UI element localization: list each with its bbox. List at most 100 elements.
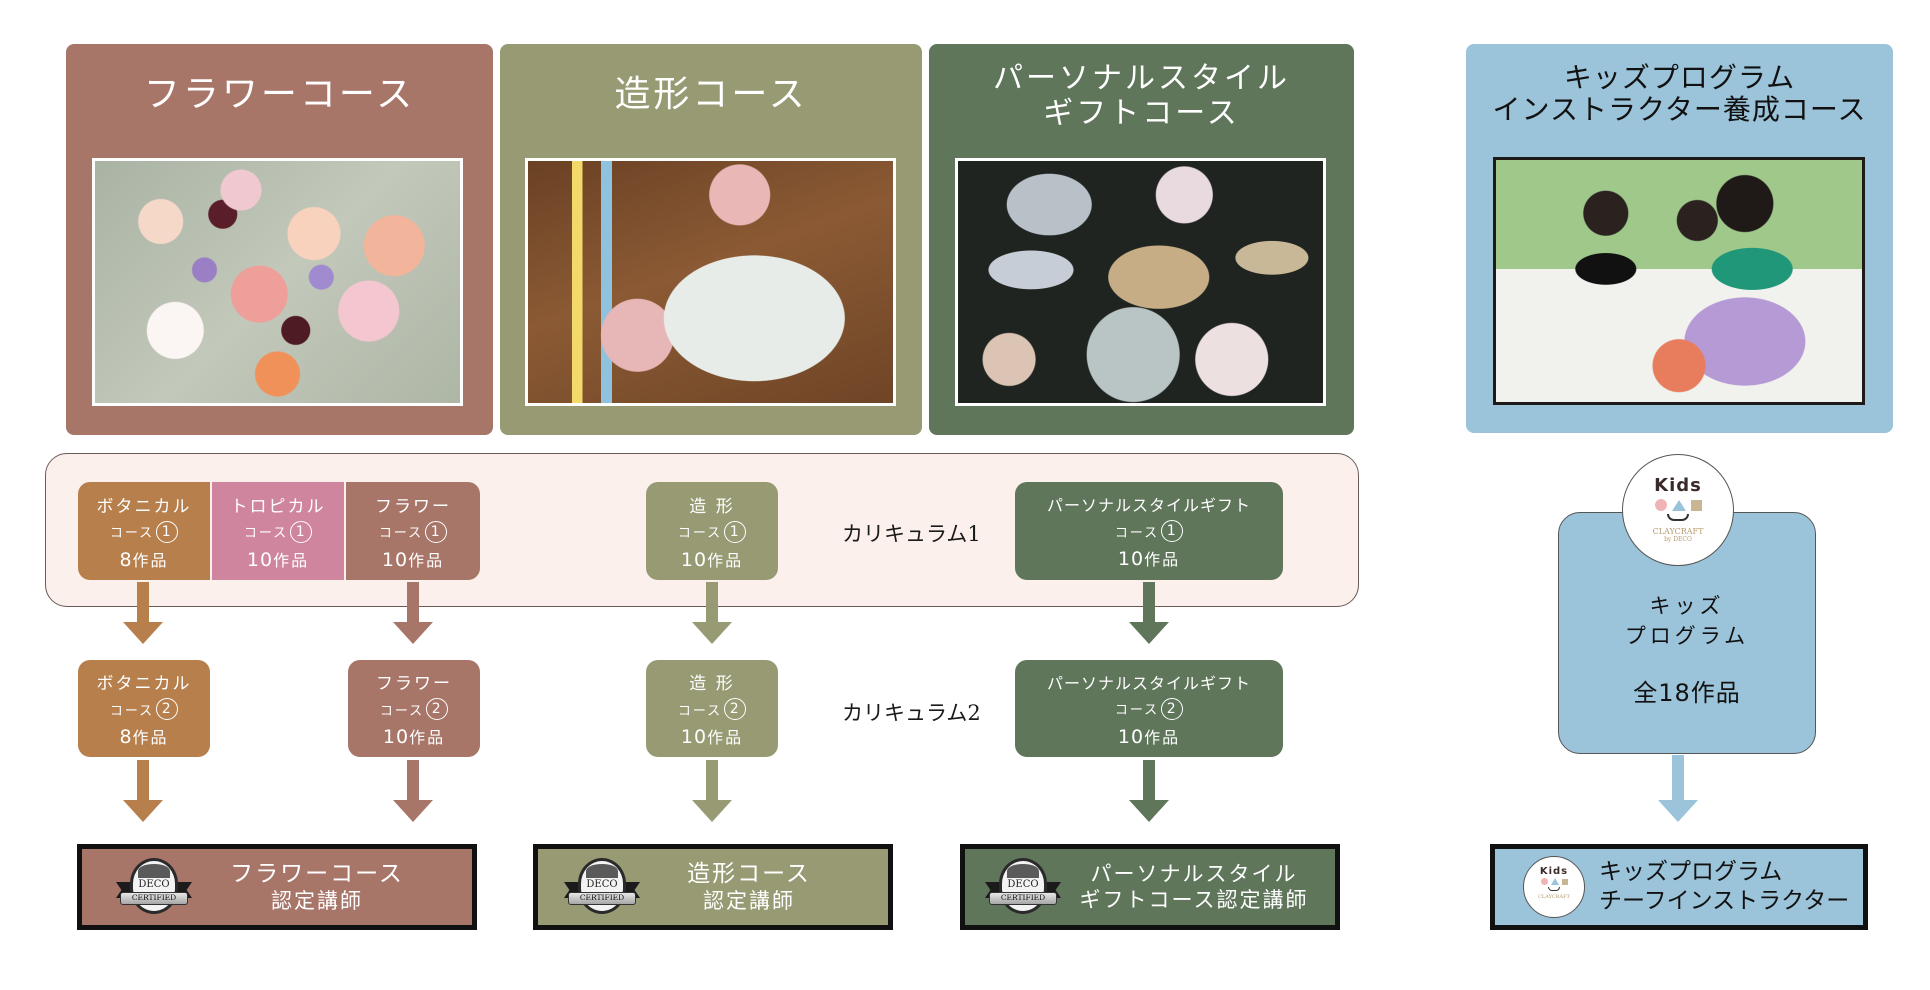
deco-certified-badge-icon: DECO CERTIFIED: [116, 858, 192, 916]
arrow-down-icon: [1658, 755, 1698, 822]
course-number: 2: [426, 698, 449, 720]
course-number: 2: [724, 698, 747, 720]
cert-line-1: 造形コース: [687, 860, 811, 887]
count-value: 10: [382, 726, 410, 748]
triangle-icon: [1550, 878, 1559, 885]
box-count: 10作品: [383, 724, 445, 748]
count-value: 10: [680, 726, 708, 748]
curriculum-1-label: カリキュラム1: [842, 522, 981, 546]
flower-certification: DECO CERTIFIED フラワーコース 認定講師: [77, 844, 477, 930]
circle-icon: [1540, 878, 1548, 885]
box-name: トロピカル: [230, 496, 326, 517]
kids-logo-brand: CLAYCRAFT: [1538, 894, 1570, 900]
kids-program-title: キッズ プログラム: [1559, 591, 1815, 652]
kids-logo-by: by DECO: [1664, 536, 1692, 543]
arrow-down-icon: [393, 760, 433, 822]
cert-line-2: ギフトコース認定講師: [1079, 888, 1309, 912]
count-unit: 作品: [1144, 727, 1181, 747]
box-name: 造 形: [689, 674, 735, 694]
course-number: 1: [724, 520, 747, 543]
kids-course-title-line-2: インストラクター養成コース: [1492, 93, 1867, 127]
flower-course-title: フラワーコース: [143, 74, 416, 115]
kids-logo: Kids CLAYCRAFT: [1523, 856, 1585, 918]
kids-course-title: キッズプログラム インストラクター養成コース: [1466, 61, 1893, 127]
count-value: 10: [1117, 725, 1145, 748]
count-unit: 作品: [408, 550, 445, 570]
course-word: コース: [109, 703, 155, 719]
course-word: コース: [1114, 525, 1160, 541]
course-word: コース: [243, 526, 289, 541]
count-value: 10: [246, 548, 274, 571]
box-count: 10作品: [247, 547, 309, 571]
gift-course-panel: パーソナルスタイル ギフトコース: [929, 44, 1354, 435]
gift-course-title-line-1: パーソナルスタイル: [993, 61, 1290, 96]
course-number: 1: [425, 520, 448, 543]
zokei-course-title: 造形コース: [614, 74, 808, 115]
kids-program-total: 全18作品: [1633, 679, 1741, 707]
badge-band-text: CERTIFIED: [989, 892, 1057, 905]
decorated-cookies-photo: [955, 158, 1326, 406]
box-name: パーソナルスタイルギフト: [1046, 673, 1251, 693]
kids-program-title-line-2: プログラム: [1624, 624, 1750, 649]
gift-course-title: パーソナルスタイル ギフトコース: [929, 61, 1354, 131]
badge-band-text: CERTIFIED: [568, 892, 636, 905]
count-unit: 作品: [132, 728, 169, 747]
count-unit: 作品: [707, 728, 744, 747]
count-unit: 作品: [1144, 550, 1181, 569]
course-number: 1: [156, 520, 179, 543]
count-unit: 作品: [707, 550, 744, 570]
arrow-down-icon: [123, 582, 163, 644]
curriculum-2-label: カリキュラム2: [842, 701, 981, 725]
kids-program-title-line-1: キッズ: [1649, 594, 1725, 618]
kids-certification-title: キッズプログラム チーフインストラクター: [1585, 858, 1863, 916]
count-value: 10: [381, 548, 409, 571]
arrow-down-icon: [123, 760, 163, 822]
gift-course-title-line-2: ギフトコース: [1043, 95, 1240, 131]
box-name: パーソナルスタイルギフト: [1046, 496, 1251, 515]
kids-certification: Kids CLAYCRAFT キッズプログラム チーフインストラクター: [1490, 844, 1868, 930]
kids-workshop-photo: [1493, 157, 1865, 405]
deco-certified-badge-icon: DECO CERTIFIED: [564, 858, 640, 916]
count-value: 8: [119, 726, 133, 748]
box-count: 8作品: [119, 724, 168, 748]
arrow-down-icon: [692, 582, 732, 644]
cert-line-2: 認定講師: [703, 889, 795, 914]
badge-top-text: DECO: [138, 879, 170, 890]
arrow-down-icon: [1129, 582, 1169, 644]
box-count: 10作品: [1118, 724, 1180, 748]
badge-top-text: DECO: [1007, 879, 1039, 890]
triangle-icon: [1671, 499, 1686, 511]
arrow-down-icon: [692, 760, 732, 822]
square-icon: [1561, 878, 1568, 885]
course-number: 2: [1161, 697, 1184, 720]
count-value: 10: [680, 548, 708, 571]
badge-top-text: DECO: [586, 879, 618, 890]
square-icon: [1690, 499, 1702, 511]
box-count: 10作品: [681, 724, 743, 748]
count-unit: 作品: [132, 550, 169, 570]
box-count: 8作品: [119, 547, 168, 571]
cert-line-2: 認定講師: [271, 889, 363, 914]
count-unit: 作品: [273, 550, 310, 570]
deco-certified-badge-icon: DECO CERTIFIED: [985, 858, 1061, 916]
badge-band-text: CERTIFIED: [120, 892, 188, 905]
smile-icon: [1667, 514, 1689, 521]
box-count: 10作品: [382, 547, 444, 571]
box-name: フラワー: [376, 674, 452, 694]
course-word: コース: [1114, 703, 1160, 718]
zokei-certification: DECO CERTIFIED 造形コース 認定講師: [533, 844, 893, 930]
cert-line-1: キッズプログラム: [1599, 859, 1783, 886]
flower-course-panel: フラワーコース: [66, 44, 493, 435]
course-number: 1: [290, 520, 313, 543]
kids-logo-shapes: [1623, 499, 1733, 511]
